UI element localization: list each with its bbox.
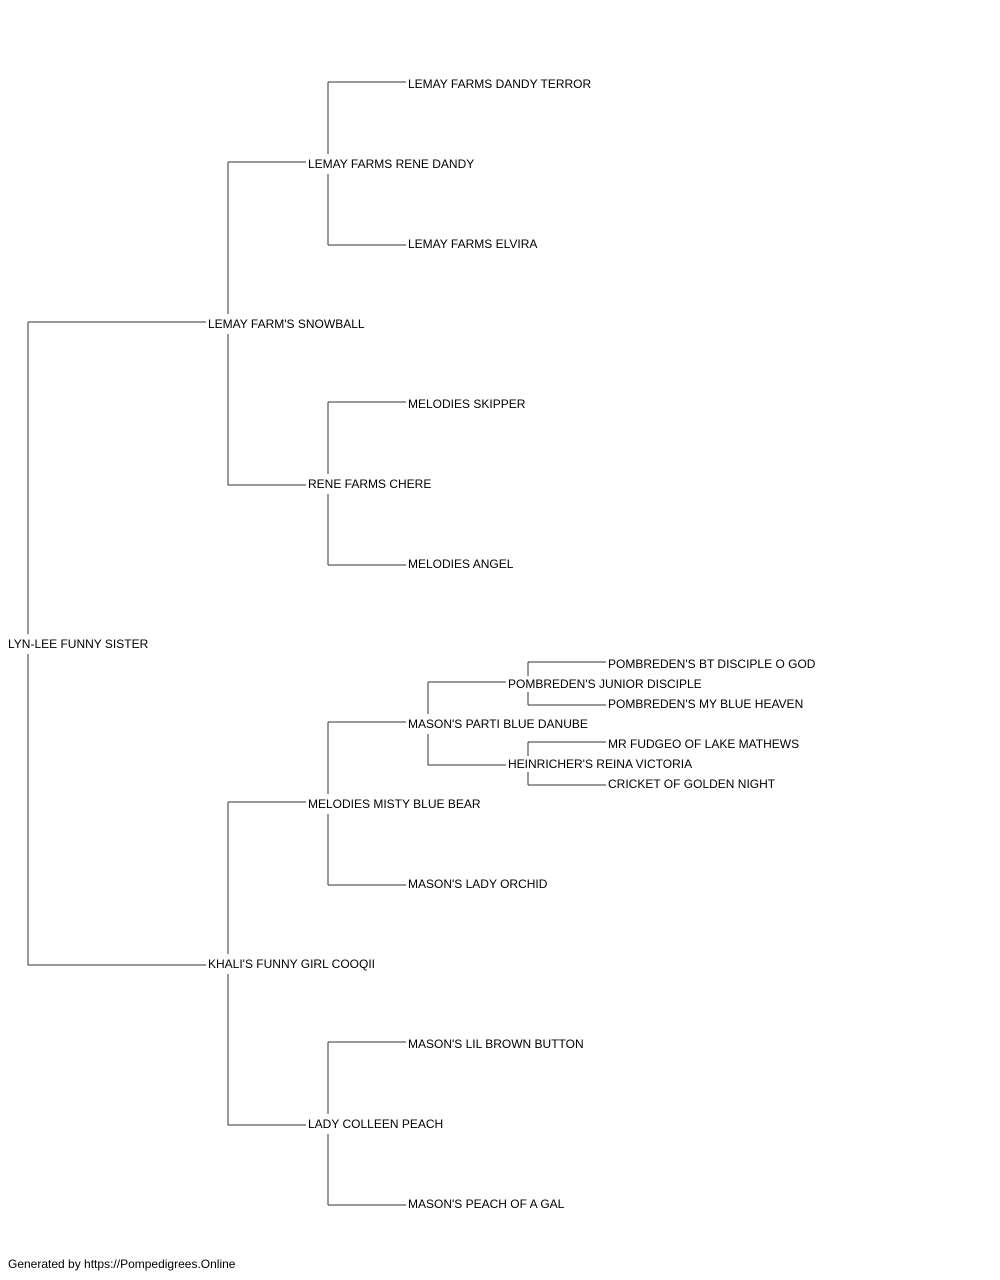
dog-name-lemay-farm-s-snowball: LEMAY FARM'S SNOWBALL — [208, 317, 365, 331]
dog-name-cricket-of-golden-night: CRICKET OF GOLDEN NIGHT — [608, 777, 776, 791]
dog-name-mason-s-lady-orchid: MASON'S LADY ORCHID — [408, 877, 548, 891]
dog-name-lemay-farms-rene-dandy: LEMAY FARMS RENE DANDY — [308, 157, 474, 171]
dog-name-rene-farms-chere: RENE FARMS CHERE — [308, 477, 431, 491]
dog-name-mason-s-lil-brown-button: MASON'S LIL BROWN BUTTON — [408, 1037, 584, 1051]
dog-name-pombreden-s-junior-disciple: POMBREDEN'S JUNIOR DISCIPLE — [508, 677, 702, 691]
dog-name-melodies-misty-blue-bear: MELODIES MISTY BLUE BEAR — [308, 797, 481, 811]
dog-name-pombreden-s-my-blue-heaven: POMBREDEN'S MY BLUE HEAVEN — [608, 697, 803, 711]
dog-name-lyn-lee-funny-sister: LYN-LEE FUNNY SISTER — [8, 637, 149, 651]
dog-name-khali-s-funny-girl-cooqii: KHALI'S FUNNY GIRL COOQII — [208, 957, 375, 971]
dog-name-mason-s-parti-blue-danube: MASON'S PARTI BLUE DANUBE — [408, 717, 588, 731]
dog-name-pombreden-s-bt-disciple-o-god: POMBREDEN'S BT DISCIPLE O GOD — [608, 657, 816, 671]
dog-name-lady-colleen-peach: LADY COLLEEN PEACH — [308, 1117, 443, 1131]
dog-name-lemay-farms-elvira: LEMAY FARMS ELVIRA — [408, 237, 537, 251]
dog-name-melodies-angel: MELODIES ANGEL — [408, 557, 514, 571]
dog-name-mr-fudgeo-of-lake-mathews: MR FUDGEO OF LAKE MATHEWS — [608, 737, 799, 751]
dog-name-melodies-skipper: MELODIES SKIPPER — [408, 397, 526, 411]
dog-name-lemay-farms-dandy-terror: LEMAY FARMS DANDY TERROR — [408, 77, 591, 91]
dog-name-heinricher-s-reina-victoria: HEINRICHER'S REINA VICTORIA — [508, 757, 692, 771]
footer-credit: Generated by https://Pompedigrees.Online — [8, 1257, 236, 1271]
dog-name-mason-s-peach-of-a-gal: MASON'S PEACH OF A GAL — [408, 1197, 565, 1211]
